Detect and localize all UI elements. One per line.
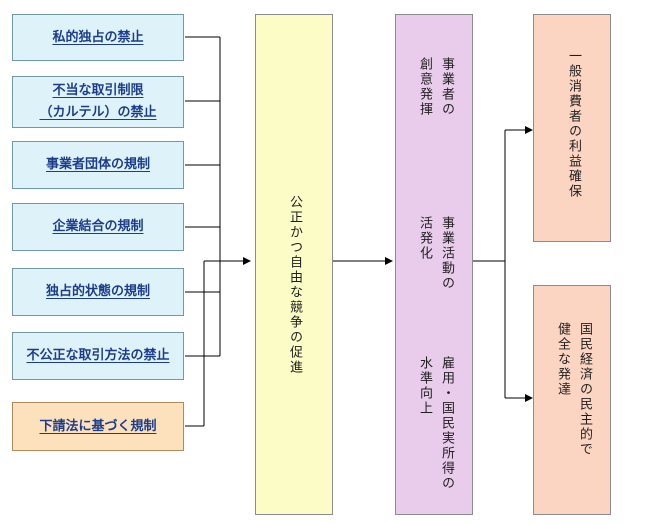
left-box-cartel: 不当な取引制限 （カルテル）の禁止 [12, 76, 184, 128]
effect-creativity-line1: 事業者の [439, 57, 454, 117]
effect-creativity-line2: 創意発揮 [417, 57, 432, 117]
effect-employment-line2: 水準向上 [417, 356, 432, 416]
left-box-private-monopoly: 私的独占の禁止 [12, 14, 184, 61]
left-box-label: 企業結合の規制 [52, 219, 144, 234]
left-box-label: 不当な取引制限 [52, 83, 144, 98]
left-box-label-line2: （カルテル）の禁止 [39, 105, 157, 120]
left-box-unfair-trade: 不公正な取引方法の禁止 [12, 332, 184, 380]
left-box-label: 独占的状態の規制 [45, 284, 150, 299]
outcome-consumer-label: 一般消費者の利益確保 [566, 49, 581, 199]
center-box-fair-competition: 公正かつ自由な競争の促進 [255, 14, 333, 515]
effect-activity-line2: 活発化 [417, 216, 432, 261]
effects-box: 事業者の 創意発揮 事業活動の 活発化 雇用・国民実所得の 水準向上 [395, 14, 473, 515]
outcome-box-consumer-benefit: 一般消費者の利益確保 [533, 14, 611, 242]
effect-employment-line1: 雇用・国民実所得の [439, 356, 454, 491]
outcome-economy-line1: 国民経済の民主的で [577, 322, 592, 457]
outcome-economy-line2: 健全な発達 [555, 322, 570, 397]
left-box-merger: 企業結合の規制 [12, 203, 184, 251]
outcome-box-national-economy: 国民経済の民主的で 健全な発達 [533, 285, 611, 515]
left-box-monopolistic-situation: 独占的状態の規制 [12, 268, 184, 316]
left-box-label: 私的独占の禁止 [52, 29, 144, 45]
left-box-label: 不公正な取引方法の禁止 [26, 348, 170, 363]
left-box-subcontract-act: 下請法に基づく規制 [12, 402, 184, 451]
left-box-trade-association: 事業者団体の規制 [12, 141, 184, 189]
left-box-label: 事業者団体の規制 [45, 157, 150, 172]
left-box-label: 下請法に基づく規制 [39, 418, 157, 434]
effect-activity-line1: 事業活動の [439, 216, 454, 291]
center-box-label: 公正かつ自由な競争の促進 [287, 195, 302, 375]
